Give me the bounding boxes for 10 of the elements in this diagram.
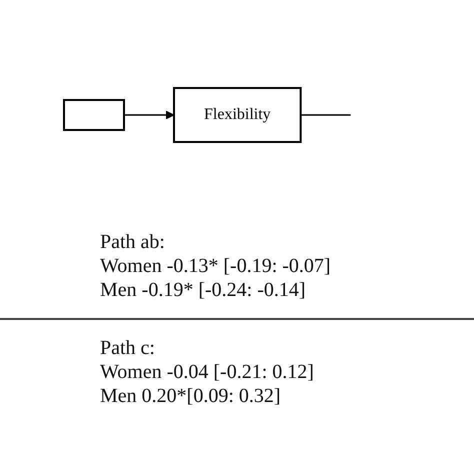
node-box xyxy=(62,99,125,131)
path-coefficient-text: Path ab: xyxy=(99,230,166,254)
path-coefficient-text: Women -0.04 [-0.21: 0.12] xyxy=(99,360,315,384)
arrow xyxy=(124,110,174,120)
path-coefficient-text: Women -0.13* [-0.19: -0.07] xyxy=(99,254,332,278)
connector xyxy=(300,114,350,116)
node-box: Flexibility xyxy=(172,87,302,143)
path-coefficient-text: Path c: xyxy=(99,336,156,360)
path-coefficient-text: Men 0.20*[0.09: 0.32] xyxy=(99,384,282,408)
path-coefficient-text: Men -0.19* [-0.24: -0.14] xyxy=(99,278,307,302)
